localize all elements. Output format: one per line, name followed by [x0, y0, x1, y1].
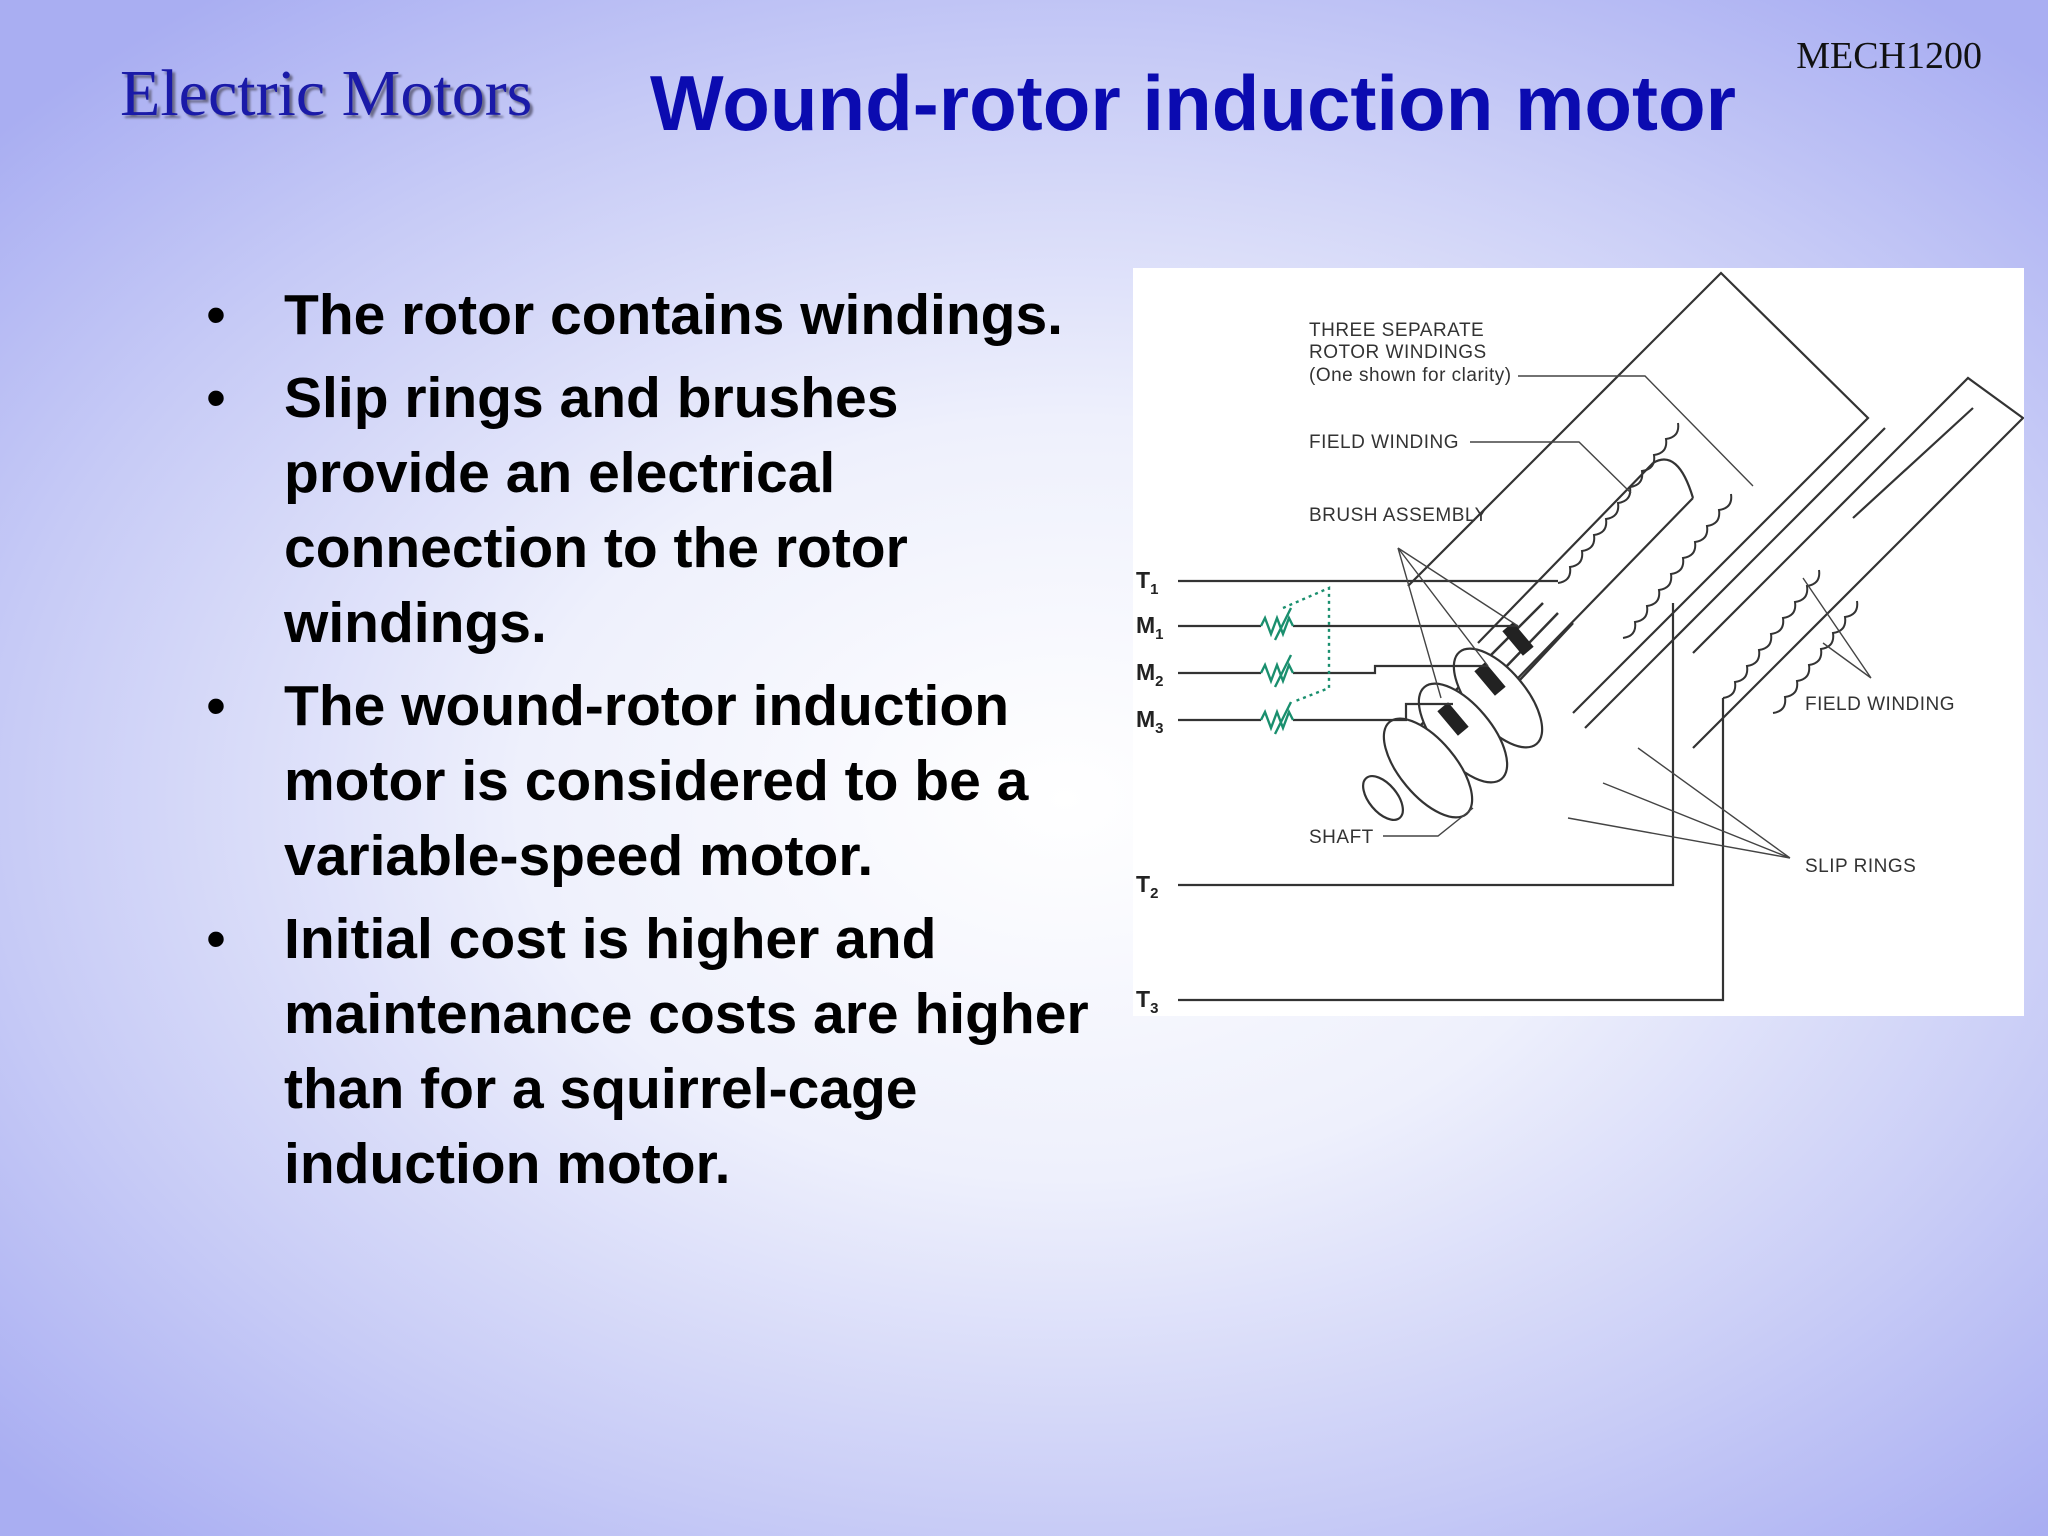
bullet-item: • The wound-rotor induction motor is cons…	[200, 669, 1120, 894]
t3-line	[1178, 698, 1725, 1002]
m2-line	[1178, 664, 1488, 675]
brush	[1502, 622, 1534, 656]
bullet-list: • The rotor contains windings. • Slip ring…	[200, 278, 1120, 1210]
terminal-t3: T3	[1136, 986, 1158, 1016]
terminal-t1: T1	[1136, 567, 1158, 598]
field-winding-coil	[1557, 422, 1680, 584]
slide-title: Wound-rotor induction motor	[650, 59, 1736, 147]
resistor-m2	[1259, 661, 1295, 685]
field-winding-coil-right-2	[1772, 600, 1859, 714]
label-shaft: SHAFT	[1309, 827, 1374, 848]
label-rotor-windings-2: ROTOR WINDINGS	[1309, 342, 1487, 363]
terminal-m3: M3	[1136, 706, 1164, 737]
resistor-link	[1282, 586, 1331, 704]
shaft-end	[1362, 775, 1404, 821]
leader-field-right	[1802, 577, 1872, 679]
field-winding-coil-right	[1722, 569, 1821, 699]
bullet-marker: •	[206, 907, 226, 971]
label-field-winding-right: FIELD WINDING	[1805, 694, 1955, 715]
leader-shaft	[1383, 807, 1474, 837]
brush	[1437, 702, 1469, 736]
leader-slip	[1567, 747, 1791, 859]
label-rotor-windings-3: (One shown for clarity)	[1309, 365, 1512, 386]
bullet-item: • Slip rings and brushes provide an elect…	[200, 361, 1120, 661]
stator-bracket	[1852, 407, 1974, 519]
leader-field	[1470, 441, 1632, 494]
bullet-item: • Initial cost is higher and maintenance …	[200, 902, 1120, 1202]
resistor-m3	[1259, 708, 1295, 732]
bullet-item: • The rotor contains windings.	[200, 278, 1120, 353]
terminal-m1: M1	[1136, 612, 1164, 643]
resistor-m1	[1259, 614, 1295, 638]
resistor-wiper	[1273, 607, 1293, 735]
motor-diagram: THREE SEPARATE ROTOR WINDINGS (One shown…	[1133, 268, 2024, 1016]
m3-line	[1178, 702, 1453, 722]
bullet-marker: •	[206, 283, 226, 347]
stator-frame-inner	[1584, 427, 1886, 729]
brush	[1474, 662, 1506, 696]
bullet-marker: •	[206, 366, 226, 430]
stator-frame	[1407, 271, 1870, 714]
bullet-marker: •	[206, 674, 226, 738]
leader-brush	[1397, 547, 1519, 699]
stator-inner-right	[1692, 376, 2024, 749]
motor-diagram-svg: THREE SEPARATE ROTOR WINDINGS (One shown…	[1136, 271, 2024, 1016]
rotor-bar	[1477, 458, 1695, 679]
section-brand: Electric Motors	[120, 57, 533, 130]
leader-rotor	[1518, 375, 1754, 487]
label-field-winding-top: FIELD WINDING	[1309, 432, 1459, 453]
bullet-text: The rotor contains windings.	[284, 283, 1064, 347]
label-brush-assembly: BRUSH ASSEMBLY	[1309, 505, 1488, 526]
label-rotor-windings-1: THREE SEPARATE	[1309, 320, 1484, 341]
bullet-text: The wound-rotor induction motor is consi…	[284, 674, 1029, 888]
course-code: MECH1200	[1796, 35, 1982, 77]
bullet-text: Initial cost is higher and maintenance c…	[284, 907, 1089, 1196]
terminal-m2: M2	[1136, 659, 1164, 690]
t2-line	[1178, 603, 1675, 887]
rotor-winding-coil	[1622, 493, 1733, 639]
terminal-t2: T2	[1136, 871, 1158, 902]
bullet-text: Slip rings and brushes provide an electr…	[284, 366, 908, 655]
label-slip-rings: SLIP RINGS	[1805, 856, 1916, 877]
